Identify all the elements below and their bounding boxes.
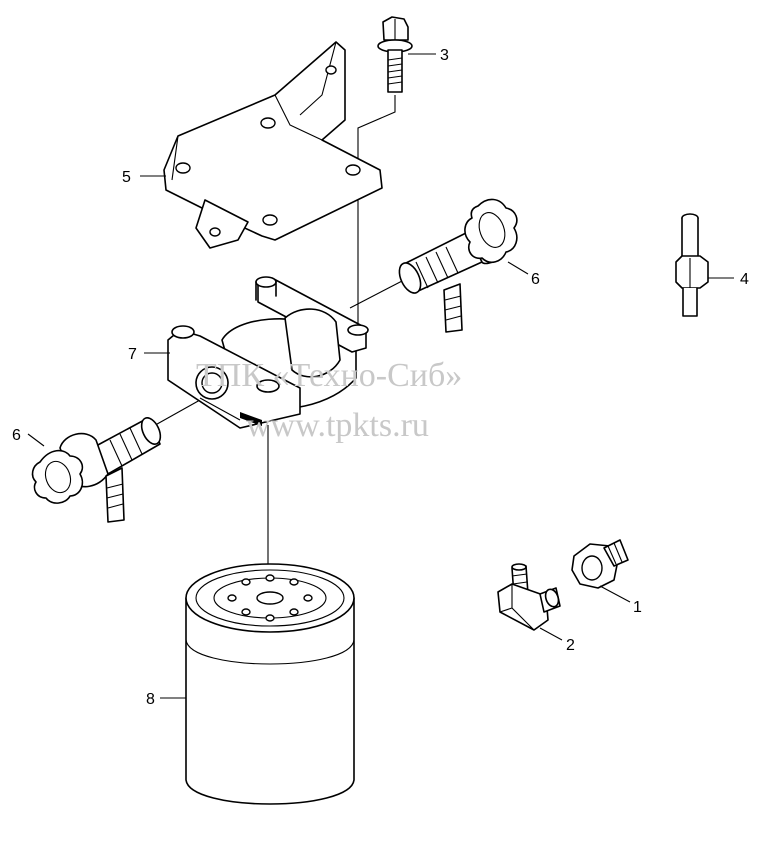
elbow-fitting [497, 563, 561, 631]
valve-lower-left [31, 417, 162, 523]
bracket-hole [260, 117, 276, 129]
callout-6-lower: 6 [12, 427, 21, 444]
callout-3: 3 [440, 47, 449, 64]
callout-6-upper: 6 [531, 271, 540, 288]
bolt-axis-line [357, 95, 396, 330]
callout-4: 4 [740, 271, 749, 288]
upper-valve-axis-line [349, 279, 405, 309]
lower-valve-axis-line [149, 399, 201, 429]
callout-8: 8 [146, 691, 155, 708]
callout-2: 2 [566, 637, 575, 654]
filter-cartridge [185, 563, 355, 805]
mounting-bracket [163, 41, 383, 249]
bracket-hole [325, 65, 337, 75]
bracket-hole [209, 227, 221, 237]
callout-leaders [27, 53, 734, 699]
center-hole [256, 591, 284, 605]
watermark: ТПК «Техно-Сиб» www.tpkts.ru [196, 357, 462, 444]
bracket-hole [262, 214, 278, 226]
watermark-url: www.tpkts.ru [246, 407, 429, 444]
bracket-hole [175, 162, 191, 174]
plug [571, 539, 629, 589]
bolt [377, 16, 413, 93]
watermark-company: ТПК «Техно-Сиб» [196, 357, 462, 394]
bracket-hole [345, 164, 361, 176]
callout-5: 5 [122, 169, 131, 186]
valve-upper-right [398, 198, 518, 333]
callout-labels: 3 5 6 4 7 6 1 2 8 [12, 47, 749, 708]
straight-fitting [675, 213, 709, 317]
callout-1: 1 [633, 599, 642, 616]
filter-head [167, 276, 369, 429]
callout-7: 7 [128, 346, 137, 363]
